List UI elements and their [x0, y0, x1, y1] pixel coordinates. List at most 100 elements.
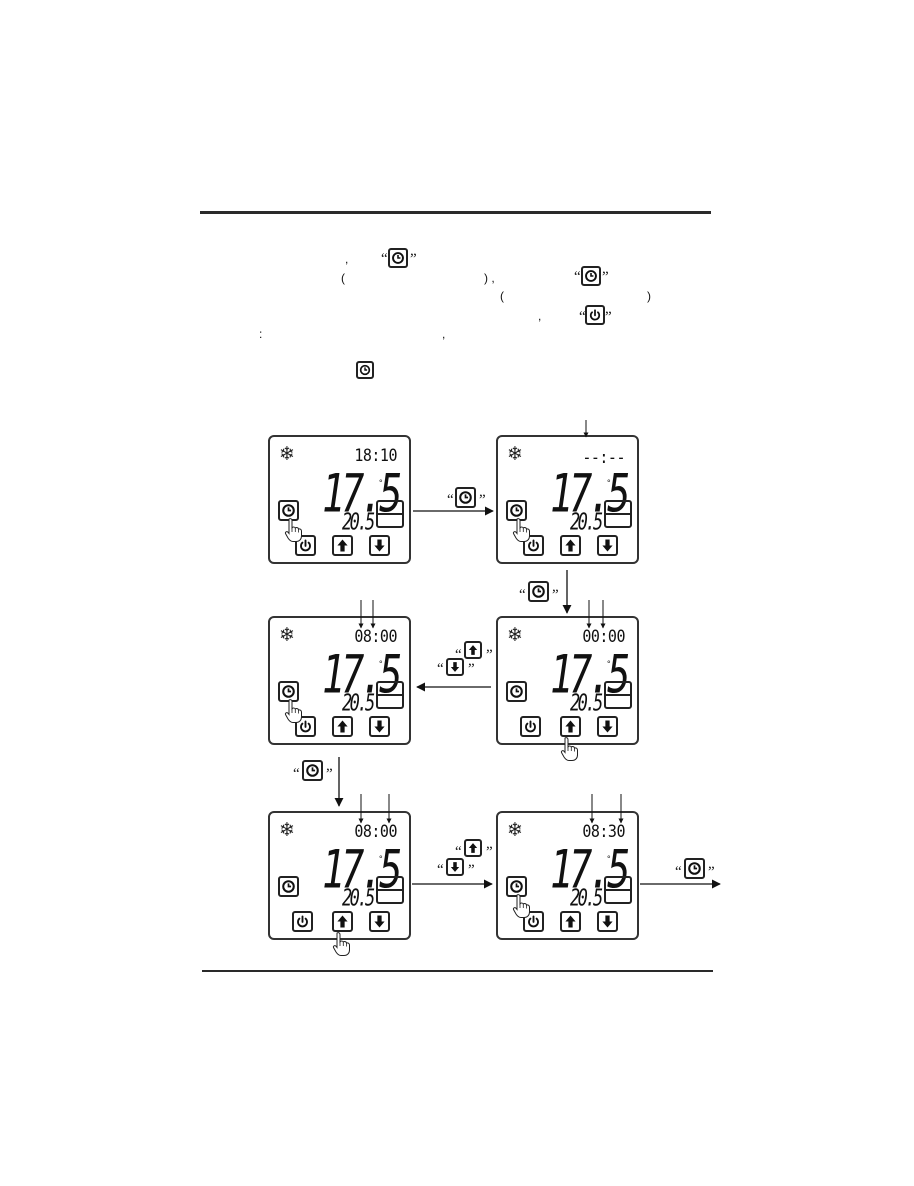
down-button[interactable]	[369, 716, 390, 737]
clock-display: 00:00	[582, 625, 625, 647]
quote-close: ”	[468, 862, 475, 878]
snowflake-icon: ❄	[279, 819, 295, 841]
timer-icon	[280, 878, 297, 895]
set-temperature: 20.5	[342, 883, 375, 912]
quote-close: ”	[486, 844, 493, 860]
power-button[interactable]	[520, 716, 541, 737]
mode-indicator	[376, 876, 404, 904]
instr-line5-colon: :	[259, 327, 263, 341]
room-temperature: 17.5	[550, 463, 631, 525]
degree-symbol: °	[379, 478, 383, 488]
clock-display: --:--	[582, 446, 625, 468]
snowflake-icon: ❄	[279, 624, 295, 646]
quote-close: ”	[708, 864, 715, 880]
instr-line3-paren-open: (	[500, 289, 504, 303]
hand-pointer-icon	[511, 517, 533, 543]
room-temperature: 17.5	[550, 839, 631, 901]
arrow-down-icon	[371, 537, 388, 554]
thermostat-panel-4: ❄ 00:00 17.5 ° 20.5	[496, 616, 639, 745]
quote-open: “	[293, 766, 300, 782]
hand-pointer-icon	[511, 893, 533, 919]
room-temperature: 17.5	[322, 644, 403, 706]
set-temperature: 20.5	[570, 883, 603, 912]
up-button[interactable]	[560, 911, 581, 932]
arrow-up-icon	[562, 718, 579, 735]
hand-pointer-icon	[283, 517, 305, 543]
snowflake-icon: ❄	[507, 819, 523, 841]
clock-display: 08:30	[582, 820, 625, 842]
quote-open: “	[437, 661, 444, 677]
degree-symbol: °	[607, 659, 611, 669]
set-temperature: 20.5	[342, 688, 375, 717]
mode-indicator	[376, 500, 404, 528]
quote-open: “	[447, 492, 454, 508]
thermostat-panel-5: ❄ 08:00 17.5 ° 20.5	[268, 811, 411, 940]
quote-open: “	[675, 864, 682, 880]
quote-open: “	[455, 844, 462, 860]
arrow-up-icon	[562, 913, 579, 930]
arrow-up-icon	[334, 537, 351, 554]
set-temperature: 20.5	[570, 507, 603, 536]
bottom-rule	[202, 970, 713, 972]
quote-close: ”	[326, 766, 333, 782]
set-temperature: 20.5	[342, 507, 375, 536]
snowflake-icon: ❄	[507, 624, 523, 646]
timer-icon	[356, 361, 374, 379]
instr-line4-quote-close: ”	[605, 309, 612, 325]
down-button[interactable]	[597, 716, 618, 737]
clock-display: 08:00	[354, 820, 397, 842]
timer-button[interactable]	[506, 681, 527, 702]
arrow-down-icon	[599, 537, 616, 554]
down-button[interactable]	[369, 535, 390, 556]
degree-symbol: °	[607, 478, 611, 488]
snowflake-icon: ❄	[279, 443, 295, 465]
instr-line1-quote-open: “	[381, 251, 388, 267]
arrow-down-icon	[446, 858, 464, 876]
timer-icon	[455, 487, 476, 508]
arrow-down-icon	[371, 913, 388, 930]
timer-button[interactable]	[278, 876, 299, 897]
instr-line2-paren-open: (	[341, 271, 345, 285]
quote-open: “	[519, 587, 526, 603]
mode-indicator	[604, 500, 632, 528]
down-button[interactable]	[369, 911, 390, 932]
timer-icon	[508, 683, 525, 700]
clock-display: 18:10	[354, 444, 397, 466]
instr-line1-quote-close: ”	[410, 251, 417, 267]
instr-line2-paren-close: ) ,	[484, 271, 495, 285]
down-button[interactable]	[597, 535, 618, 556]
degree-symbol: °	[379, 659, 383, 669]
up-button[interactable]	[332, 535, 353, 556]
down-button[interactable]	[597, 911, 618, 932]
timer-icon	[528, 581, 549, 602]
power-button[interactable]	[292, 911, 313, 932]
up-button[interactable]	[332, 716, 353, 737]
up-button[interactable]	[332, 911, 353, 932]
timer-icon	[302, 760, 323, 781]
up-button[interactable]	[560, 716, 581, 737]
power-icon	[585, 305, 605, 325]
hand-pointer-icon	[283, 698, 305, 724]
arrow-down-icon	[599, 718, 616, 735]
instr-line3-paren-close: )	[647, 289, 651, 303]
timer-icon	[684, 858, 705, 879]
instr-line1-comma: ,	[345, 252, 349, 266]
quote-close: ”	[479, 492, 486, 508]
room-temperature: 17.5	[322, 463, 403, 525]
timer-icon	[581, 266, 601, 286]
mode-indicator	[376, 681, 404, 709]
arrow-up-icon	[334, 913, 351, 930]
instr-line5-comma: ,	[442, 327, 446, 341]
up-button[interactable]	[560, 535, 581, 556]
arrow-up-icon	[464, 641, 482, 659]
quote-open: “	[437, 862, 444, 878]
quote-open: “	[455, 647, 462, 663]
hand-pointer-icon	[559, 736, 581, 762]
thermostat-panel-6: ❄ 08:30 17.5 ° 20.5	[496, 811, 639, 940]
mode-indicator	[604, 876, 632, 904]
power-icon	[294, 913, 311, 930]
degree-symbol: °	[379, 854, 383, 864]
degree-symbol: °	[607, 854, 611, 864]
snowflake-icon: ❄	[507, 443, 523, 465]
